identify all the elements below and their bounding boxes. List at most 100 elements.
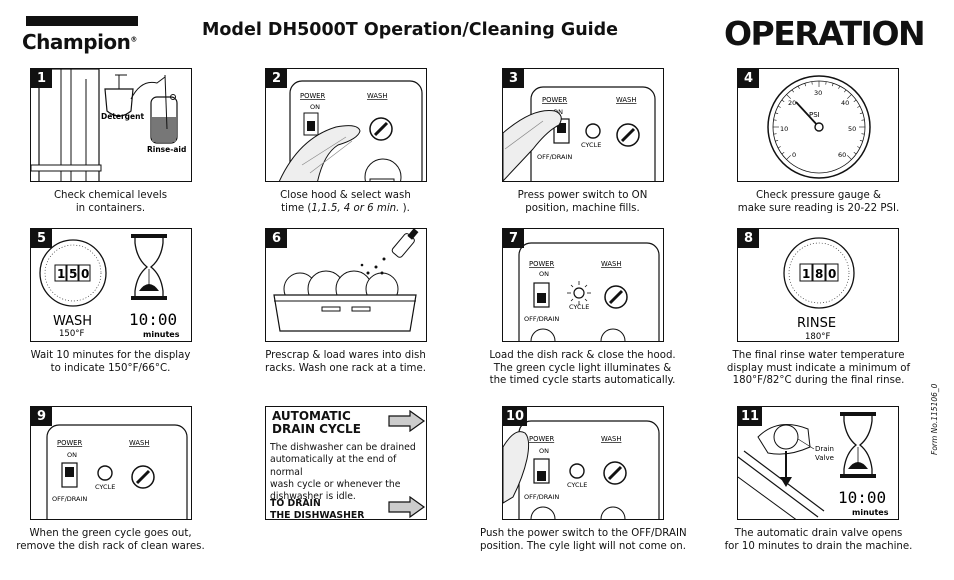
- step-1-panel: 1 Detergent Rinse-aid: [30, 68, 192, 182]
- svg-text:minutes: minutes: [143, 330, 180, 339]
- step-number: 8: [738, 229, 759, 248]
- step-2-panel: 2 POWER ON WASH: [265, 68, 427, 182]
- gauge-tick: [775, 112, 779, 114]
- svg-text:WASH: WASH: [616, 96, 636, 104]
- gauge-tick: [844, 89, 847, 93]
- wash-temperature-display: 1 5 0 WASH 150°F 10:00 minutes: [39, 234, 180, 339]
- svg-text:20: 20: [788, 99, 796, 107]
- svg-text:ON: ON: [67, 451, 77, 459]
- svg-text:POWER: POWER: [529, 260, 554, 268]
- rinse-temperature-display: 1 8 0 RINSE 180°F: [783, 237, 855, 342]
- svg-text:10:00: 10:00: [838, 488, 886, 507]
- step-3-panel: 3 POWER ON WASH CYCLE OFF/DRAIN: [502, 68, 664, 182]
- gauge-tick: [797, 85, 800, 89]
- step-number: 5: [31, 229, 52, 248]
- display-digit: 1: [57, 267, 65, 281]
- svg-text:WASH: WASH: [53, 314, 92, 329]
- svg-text:WASH: WASH: [601, 260, 621, 268]
- step-9-panel: 9 POWER ON WASH CYCLE OFF/DRAIN: [30, 406, 192, 520]
- dish-rack-illustration: [273, 229, 419, 332]
- step-number: 3: [503, 69, 524, 88]
- gauge-tick: [832, 83, 834, 87]
- svg-text:ON: ON: [310, 103, 320, 111]
- arrow-right-icon: [388, 410, 426, 432]
- svg-text:POWER: POWER: [300, 92, 325, 100]
- control-panel-illustration: POWER ON WASH CYCLE OFF/DRAIN: [46, 424, 188, 519]
- gauge-tick: [775, 140, 779, 142]
- arrow-right-icon: [388, 496, 426, 518]
- svg-text:RINSE: RINSE: [797, 316, 836, 331]
- gauge-tick: [781, 99, 785, 102]
- gauge-tick: [838, 85, 841, 89]
- step-8-panel: 8 1 8 0 RINSE 180°F: [737, 228, 899, 342]
- display-digit: 5: [69, 267, 77, 281]
- display-digit: 0: [81, 267, 89, 281]
- svg-text:WASH: WASH: [367, 92, 387, 100]
- svg-text:OFF/DRAIN: OFF/DRAIN: [524, 493, 559, 501]
- gauge-tick: [859, 140, 863, 142]
- step-number: 9: [31, 407, 52, 426]
- step-number: 7: [503, 229, 524, 248]
- gauge-tick: [786, 155, 791, 160]
- gauge-tick: [781, 152, 785, 155]
- gauge-tick: [847, 94, 852, 99]
- svg-text:OFF/DRAIN: OFF/DRAIN: [537, 153, 572, 161]
- svg-text:10:00: 10:00: [129, 310, 177, 329]
- svg-text:180°F: 180°F: [805, 332, 830, 342]
- svg-text:50: 50: [848, 125, 856, 133]
- control-panel-illustration: POWER ON WASH: [278, 80, 423, 181]
- step-number: 4: [738, 69, 759, 88]
- display-digit: 1: [802, 267, 810, 281]
- step-7-caption: Load the dish rack & close the hood.The …: [489, 350, 676, 386]
- svg-text:OFF/DRAIN: OFF/DRAIN: [524, 315, 559, 323]
- svg-text:Drain: Drain: [815, 445, 834, 453]
- svg-text:CYCLE: CYCLE: [581, 141, 601, 149]
- form-number: Form No.115106_0: [930, 383, 939, 455]
- gauge-tick: [791, 89, 794, 93]
- svg-text:40: 40: [841, 99, 849, 107]
- gauge-tick: [857, 146, 861, 149]
- step-4-panel: 4 0 10 20 30 40 50 60 PSI: [737, 68, 899, 182]
- svg-text:Valve: Valve: [815, 454, 834, 462]
- chemical-containers-illustration: Detergent Rinse-aid: [31, 69, 186, 181]
- svg-text:CYCLE: CYCLE: [569, 303, 589, 311]
- step-9-caption: When the green cycle goes out,remove the…: [16, 528, 205, 552]
- step-number: 2: [266, 69, 287, 88]
- step-number: 10: [503, 407, 527, 426]
- svg-text:POWER: POWER: [542, 96, 567, 104]
- step-number: 11: [738, 407, 762, 426]
- step-10-panel: 10 POWER ON WASH CYCLE OFF/DRAIN: [502, 406, 664, 520]
- step-5-panel: 5 1 5 0 WASH 150°F 10:00 minutes: [30, 228, 192, 342]
- step-number: 6: [266, 229, 287, 248]
- logo-bar: [26, 16, 138, 26]
- gauge-tick: [853, 152, 857, 155]
- svg-text:0: 0: [792, 151, 796, 159]
- svg-text:CYCLE: CYCLE: [567, 481, 587, 489]
- display-digit: 8: [815, 267, 823, 281]
- gauge-tick: [857, 105, 861, 108]
- gauge-tick: [853, 99, 857, 102]
- page-title: Model DH5000T Operation/Cleaning Guide: [202, 20, 619, 40]
- step-11-panel: 11 Drain Valve 10:00 minutes: [737, 406, 899, 520]
- detergent-label: Detergent: [101, 112, 144, 121]
- step-4-caption: Check pressure gauge &make sure reading …: [737, 190, 900, 214]
- svg-text:WASH: WASH: [601, 435, 621, 443]
- svg-text:150°F: 150°F: [59, 329, 84, 339]
- brand-logo: Champion®: [22, 30, 137, 54]
- gauge-tick: [847, 155, 852, 160]
- control-panel-illustration: POWER ON WASH CYCLE OFF/DRAIN: [518, 242, 660, 341]
- section-title: OPERATION: [724, 14, 926, 53]
- svg-text:PSI: PSI: [809, 111, 820, 119]
- gauge-tick: [786, 94, 791, 99]
- control-panel-illustration: POWER ON WASH CYCLE OFF/DRAIN: [503, 420, 660, 519]
- svg-text:POWER: POWER: [529, 435, 554, 443]
- gauge-tick: [777, 105, 781, 108]
